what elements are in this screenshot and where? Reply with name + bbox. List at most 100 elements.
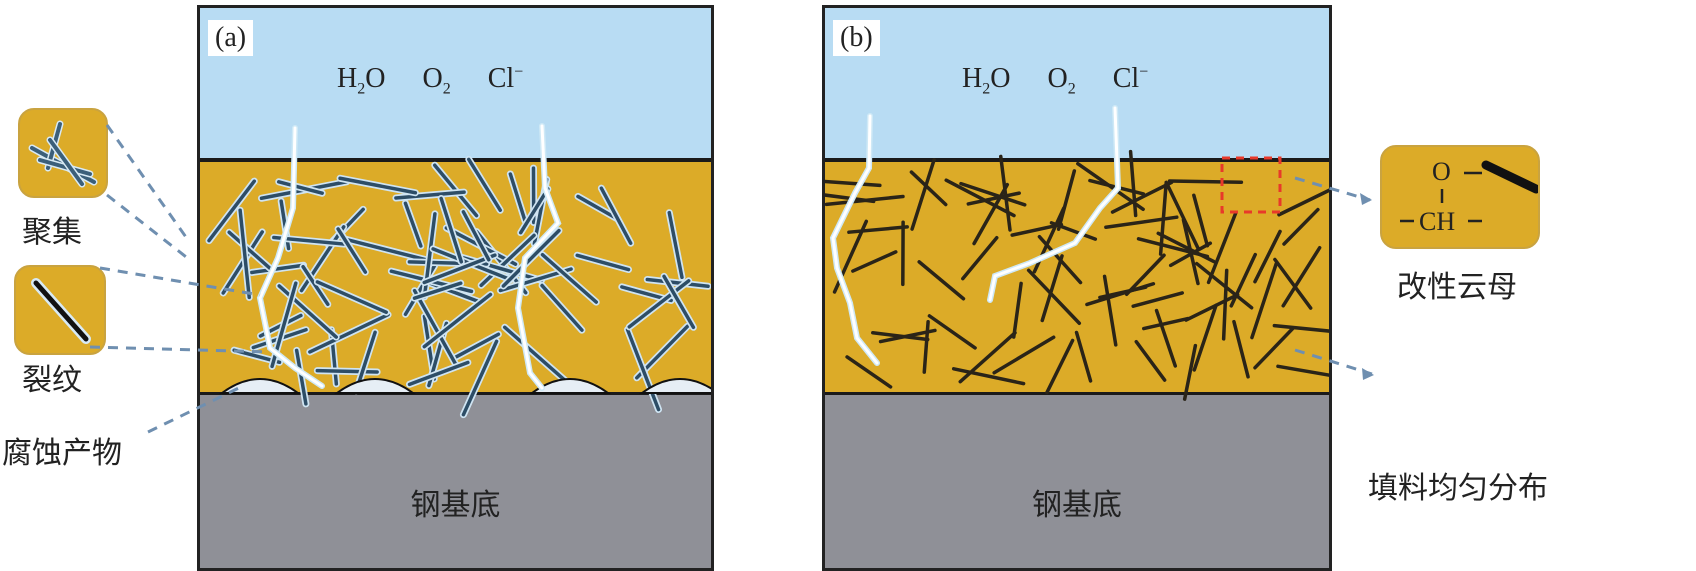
mica-flake [1282,207,1320,246]
mica-flake [845,355,893,389]
mica-flake [452,332,501,360]
mica-flake [999,154,1012,232]
uniform-filler-label: 填料均匀分布 [1368,471,1548,506]
mica-flake [1040,254,1064,323]
water-layer [200,8,711,162]
diffusion-path-core [516,124,560,390]
mica-flake [951,367,1026,386]
ion-o2: O2 [422,63,451,98]
leader-aggregation-bottom [106,193,191,262]
substrate-label: 钢基底 [410,488,501,523]
mica-flake [944,178,1016,218]
modified-mica-label: 改性云母 [1397,270,1517,305]
mica-flake [878,328,937,344]
mica-flake [927,314,977,350]
mica-flake [1272,323,1329,333]
mica-flake [662,274,696,330]
panel-label: (a) [208,20,254,56]
mica-flake [1026,268,1082,325]
mica-flake [344,237,431,263]
mica-flake [1184,292,1240,322]
mica-flake [338,176,418,195]
mica-flake [966,191,1021,206]
steel-substrate: 钢基底 [200,395,711,568]
mica-flake [1194,261,1254,310]
mica-flake [917,260,966,301]
mica-flake [540,283,584,332]
corrosion-product [638,378,711,394]
crack-label: 裂纹 [22,363,82,398]
mica-flake [315,368,379,374]
aggregation-inset [18,108,108,198]
mica-flake [575,253,631,272]
mica-flake [1167,179,1244,184]
mica-flake [1045,338,1075,395]
ion-cl: Cl− [1112,63,1149,94]
mica-flake [1134,339,1167,382]
mica-flake [276,180,324,195]
ion-labels: H2O O2 Cl− [962,63,1178,99]
single-flake-icon [31,278,91,344]
mica-flake [1192,303,1218,372]
mica-flake [1131,291,1185,308]
mica-flake [825,179,882,188]
mica-flake [407,360,470,387]
substrate-label: 钢基底 [1032,488,1122,523]
mica-flake [1277,188,1329,217]
mica-flake [1076,161,1145,212]
mica-flake [1102,274,1118,347]
mica-flake [972,182,1010,246]
coating-flakes-uniform [825,105,1329,401]
mica-flake [249,263,306,275]
mica-flake [336,227,368,274]
mica-flake [1136,237,1210,259]
diffusion-path-core [831,114,879,365]
mica-flake [315,280,388,314]
mica-flake [851,250,898,273]
arrowhead-icon [1362,368,1374,380]
mica-flake [1281,246,1322,308]
diffusion-path-core [258,126,324,388]
mica-flake [503,325,567,383]
mica-flake [422,253,497,285]
mica-flake [992,335,1056,375]
corrosion-product [333,378,417,394]
modified-mica-inset: O CH [1380,145,1540,249]
mica-flake [461,210,491,262]
mica-flake [909,170,948,207]
ion-cl: Cl− [487,63,524,94]
corrosion-products-label: 腐蚀产物 [2,436,122,471]
mica-flake [1010,222,1064,237]
mica-flake [540,252,598,304]
corrosion-product [218,378,302,394]
mica-flake [508,172,527,223]
mica-flake [403,201,423,248]
mica-flake [1012,281,1023,339]
mica-flake [645,277,710,289]
chem-ch: CH [1419,207,1456,236]
water-layer [825,8,1329,162]
mica-flake [294,348,308,406]
ion-labels: H2O O2 Cl− [337,63,553,99]
mica-flake [910,158,936,231]
mica-flake [1229,252,1257,308]
leader-aggregation-top [105,124,190,241]
mica-flake [277,284,338,339]
mica-flake [1074,330,1093,383]
mica-flake [1250,261,1278,340]
panel-label: (b) [833,20,880,56]
mica-flake [412,288,458,367]
crack-inset [14,265,106,355]
panel-a: 钢基底 (a) H2O O2 Cl− [197,5,714,571]
mica-flake [1037,234,1083,285]
arrowhead-icon [1360,193,1372,205]
mica-flake [576,194,618,220]
mica-flake [518,187,550,235]
mica-flake [422,292,493,349]
mica-flake [1110,180,1174,214]
mica-flake [1192,193,1210,248]
mica-flake [308,312,390,354]
mica-flake [1253,229,1282,284]
ion-h2o: H2O [962,63,1011,98]
mica-flake [1141,316,1190,331]
